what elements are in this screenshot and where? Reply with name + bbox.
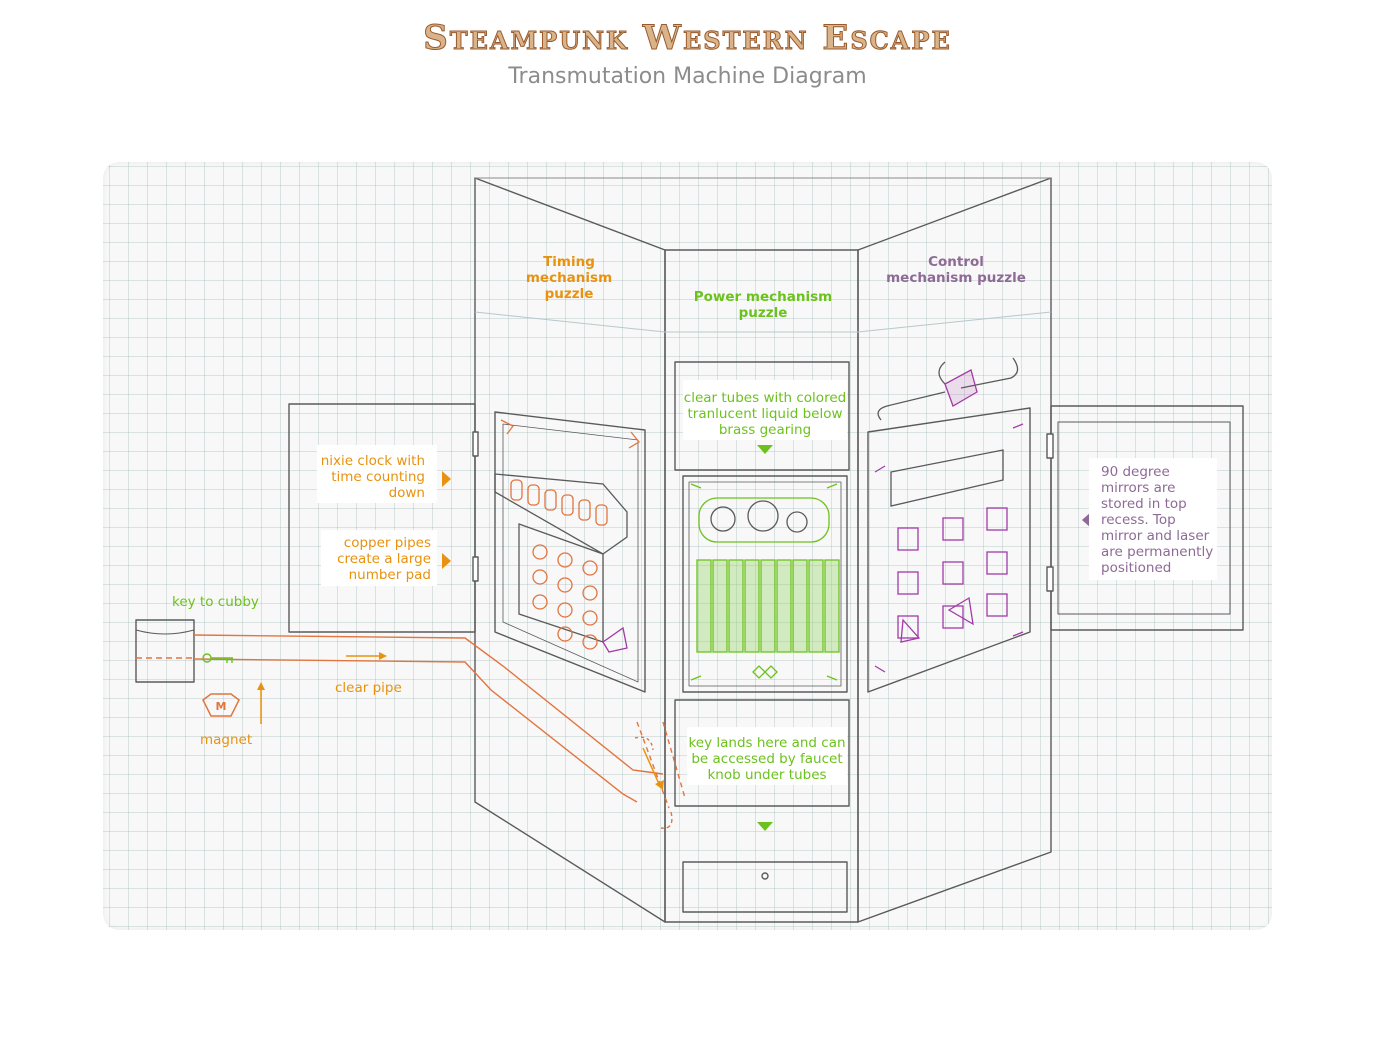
laser-device: [944, 369, 978, 407]
right-panel-outline: [857, 177, 1052, 923]
timing-mechanism-heading: Timing mechanism puzzle: [525, 254, 613, 302]
right-door-outline: [1050, 405, 1244, 631]
keypad-arrow-icon: [442, 553, 451, 569]
right-inner-cabinet: [867, 407, 1031, 693]
mirrors-arrow-icon: [1082, 512, 1091, 528]
orange-arrows: [257, 471, 664, 790]
power-mechanism-heading: Power mechanism puzzle: [693, 289, 833, 321]
liquid-tubes: [696, 559, 840, 653]
magnet-icon: [202, 693, 240, 717]
mirror-grid: [897, 507, 1008, 643]
green-arrows: [757, 445, 773, 831]
magnet-letter: M: [216, 700, 227, 713]
copper-pipe-keypad: [532, 544, 598, 650]
mirrors-callout: 90 degree mirrors are stored in top rece…: [1089, 458, 1217, 580]
key-to-cubby-label: key to cubby: [172, 594, 259, 610]
nixie-tubes: [510, 479, 608, 526]
nixie-clock-note: nixie clock with time counting down: [320, 453, 425, 501]
control-mechanism-heading: Control mechanism puzzle: [886, 254, 1026, 286]
tubes-arrow-icon: [757, 445, 773, 454]
clear-pipe-system: [136, 634, 686, 829]
clear-tubes-note: clear tubes with colored tranlucent liqu…: [683, 390, 847, 438]
nixie-clock-device: [494, 419, 640, 653]
cubby-box: [135, 619, 195, 683]
page-title: Steampunk Western Escape: [423, 18, 952, 59]
key-lands-callout: key lands here and can be accessed by fa…: [687, 727, 847, 785]
copper-pipes-note: copper pipes create a large number pad: [337, 535, 431, 583]
mirror-recess: [890, 449, 1004, 507]
key-lands-arrow-icon: [757, 822, 773, 831]
graph-paper-sheet: M Timing mechanism puzzle Power mechanis…: [103, 162, 1272, 930]
magnet-label: magnet: [200, 732, 253, 748]
clear-tubes-callout: clear tubes with colored tranlucent liqu…: [683, 380, 847, 440]
left-inner-cabinet: [494, 411, 646, 693]
control-mechanism-device: [874, 357, 1024, 673]
nixie-arrow-icon: [442, 471, 451, 487]
clear-pipe-lower: [193, 658, 638, 803]
nixie-clock-callout: nixie clock with time counting down: [317, 445, 437, 503]
key-lands-note: key lands here and can be accessed by fa…: [688, 735, 846, 783]
machine-outline: [135, 177, 1244, 923]
page-subtitle: Transmutation Machine Diagram: [508, 64, 867, 89]
purple-arrows: [1082, 512, 1091, 528]
drop-arrow-icon: [642, 747, 660, 785]
clear-pipe-upper: [193, 634, 664, 775]
copper-pipes-callout: copper pipes create a large number pad: [321, 530, 437, 586]
key-icon: [202, 653, 233, 663]
power-mechanism-device: [690, 483, 840, 681]
mirrors-note: 90 degree mirrors are stored in top rece…: [1101, 464, 1214, 576]
clear-pipe-label: clear pipe: [335, 680, 402, 696]
left-door-outline: [288, 403, 476, 633]
machine-sketch: M: [135, 177, 1244, 923]
